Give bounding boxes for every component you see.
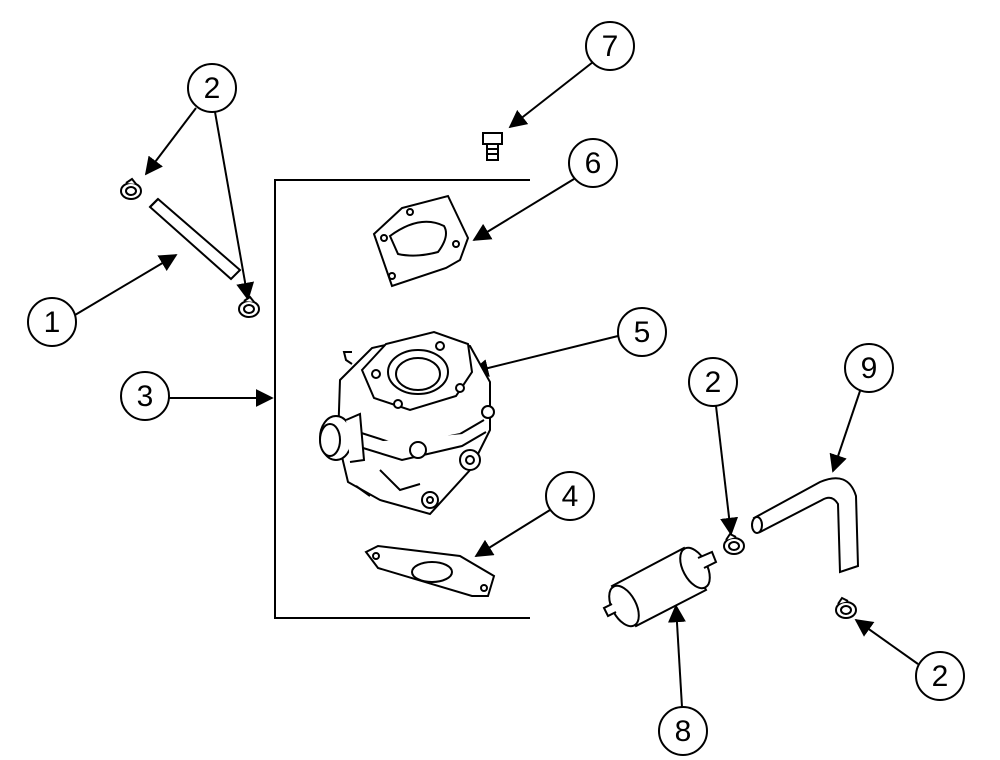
callout-2-mid-label: 2	[705, 366, 722, 399]
callout-2-mid: 2	[688, 357, 738, 407]
arrow-9	[829, 390, 861, 473]
callout-3-label: 3	[137, 380, 154, 413]
callout-4-label: 4	[562, 480, 579, 513]
arrow-2-bottom	[854, 618, 919, 665]
callout-8: 8	[658, 706, 708, 756]
hose-clamp-top	[120, 177, 142, 200]
callout-1: 1	[27, 297, 77, 347]
arrow-2-top-left	[144, 107, 197, 176]
callout-9: 9	[844, 343, 894, 393]
fuel-filter	[602, 546, 718, 628]
arrow-6	[472, 178, 575, 241]
arrow-5	[470, 335, 619, 377]
callout-1-label: 1	[44, 306, 61, 339]
hose-segment	[148, 197, 242, 281]
arrow-1	[74, 254, 178, 316]
leader-arrows	[74, 61, 919, 708]
lower-gasket	[364, 544, 496, 597]
arrow-2-top-right	[214, 111, 255, 301]
callout-5: 5	[617, 307, 667, 357]
callout-5-label: 5	[634, 316, 651, 349]
arrow-4	[474, 509, 551, 557]
callout-4: 4	[545, 471, 595, 521]
callout-6: 6	[568, 138, 618, 188]
arrow-8	[667, 604, 686, 708]
callout-2-top: 2	[187, 63, 237, 113]
callout-2-bottom: 2	[915, 651, 965, 701]
bolt	[482, 132, 503, 161]
elbow-hose	[751, 477, 860, 574]
hose-clamp-bottom-right	[835, 596, 857, 619]
callout-9-label: 9	[861, 352, 878, 385]
arrow-2-mid	[715, 405, 739, 536]
callout-7: 7	[585, 21, 635, 71]
assembly-bracket	[274, 179, 530, 619]
callout-2-top-label: 2	[204, 72, 221, 105]
callout-8-label: 8	[675, 715, 692, 748]
upper-gasket	[372, 194, 470, 288]
callout-2-bottom-label: 2	[932, 660, 949, 693]
carburetor	[319, 330, 495, 516]
hose-clamp-mid-right	[723, 532, 745, 555]
callout-3: 3	[120, 371, 170, 421]
hose-clamp-lower	[238, 295, 260, 318]
arrow-7	[508, 61, 594, 129]
callout-7-label: 7	[602, 30, 619, 63]
callout-6-label: 6	[585, 147, 602, 180]
